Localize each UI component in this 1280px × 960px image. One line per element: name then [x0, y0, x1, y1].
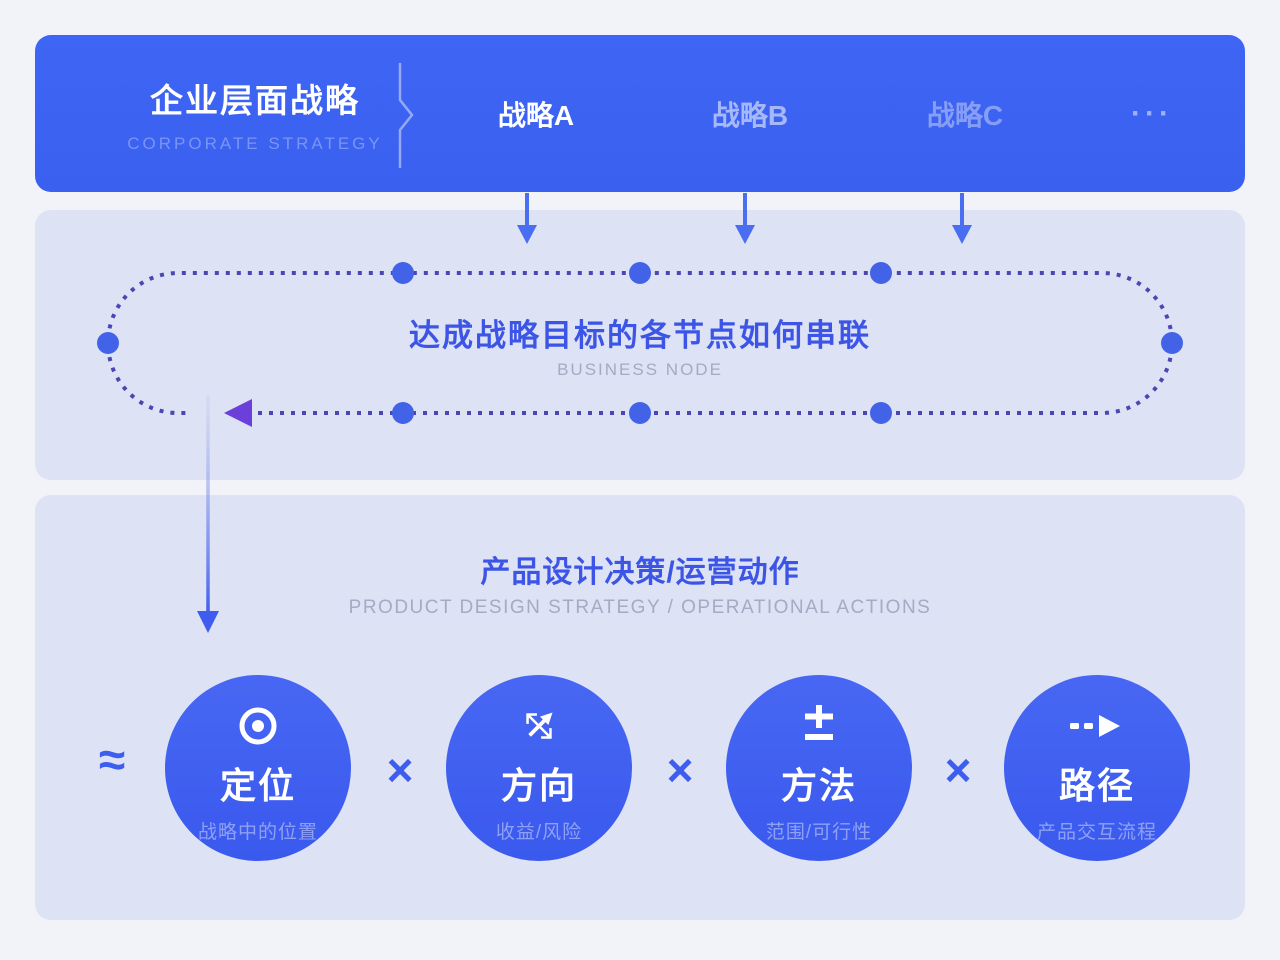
factor-circle-path: 路径 产品交互流程 — [1004, 675, 1190, 861]
strategy-item-more: ··· — [1131, 96, 1173, 130]
product-design-subtitle: PRODUCT DESIGN STRATEGY / OPERATIONAL AC… — [348, 597, 932, 618]
business-node-title: 达成战略目标的各节点如何串联 — [409, 318, 871, 353]
chevron-divider-icon — [398, 63, 414, 168]
product-design-title: 产品设计决策/运营动作 — [480, 556, 800, 589]
product-design-section: 产品设计决策/运营动作 PRODUCT DESIGN STRATEGY / OP… — [35, 495, 1245, 920]
factor-sublabel: 战略中的位置 — [197, 822, 318, 843]
factor-circle-direction: 方向 收益/风险 — [446, 675, 632, 861]
corporate-strategy-subtitle: CORPORATE STRATEGY — [127, 133, 383, 153]
factor-label: 方法 — [780, 765, 857, 806]
approx-symbol: ≈ — [98, 733, 126, 787]
multiply-symbol: × — [386, 744, 414, 796]
factor-sublabel: 范围/可行性 — [765, 822, 873, 843]
business-node-section: 达成战略目标的各节点如何串联 BUSINESS NODE — [35, 210, 1245, 480]
business-node-subtitle: BUSINESS NODE — [557, 360, 723, 379]
factor-sublabel: 收益/风险 — [495, 822, 583, 843]
multiply-symbol: × — [944, 744, 972, 796]
factor-circle-positioning: 定位 战略中的位置 — [165, 675, 351, 861]
crossed-arrows-icon — [514, 699, 564, 753]
strategy-item-a: 战略A — [497, 99, 575, 131]
multiply-symbol: × — [666, 744, 694, 796]
corporate-strategy-block: 企业层面战略 CORPORATE STRATEGY — [95, 35, 415, 192]
strategy-item-c: 战略C — [926, 99, 1004, 131]
strategy-item-b: 战略B — [711, 99, 789, 131]
factor-sublabel: 产品交互流程 — [1036, 822, 1157, 843]
factor-label: 定位 — [219, 765, 296, 806]
dashed-arrow-icon — [1068, 699, 1126, 753]
plus-minus-icon — [795, 699, 843, 753]
factor-label: 路径 — [1058, 765, 1135, 806]
target-icon — [234, 699, 282, 753]
factor-label: 方向 — [500, 765, 577, 806]
corporate-strategy-title: 企业层面战略 — [150, 81, 360, 119]
factor-circle-method: 方法 范围/可行性 — [726, 675, 912, 861]
corporate-strategy-bar: 企业层面战略 CORPORATE STRATEGY 战略A 战略B 战略C ··… — [35, 35, 1245, 192]
